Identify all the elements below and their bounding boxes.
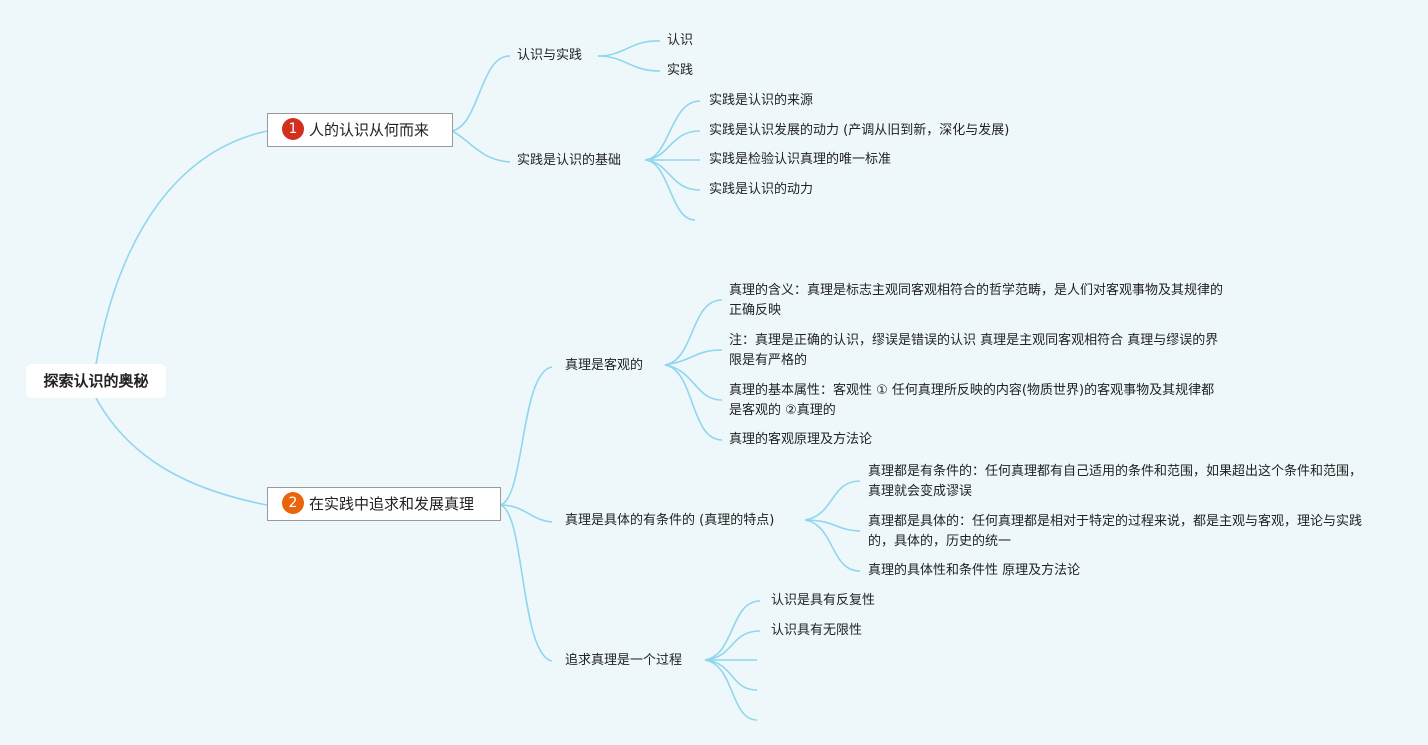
b2-sub1-leaf-2[interactable]: 注：真理是正确的认识，缪误是错误的认识 真理是主观同客观相符合 真理与缪误的界限… <box>729 333 1219 368</box>
edge-b2s3-leaf2 <box>704 630 761 661</box>
b1-sub2-leaf-4[interactable]: 实践是认识的动力 <box>709 182 814 197</box>
b2-sub1-topic[interactable]: 真理是客观的 <box>565 358 644 373</box>
b1-sub2-topic[interactable]: 实践是认识的基础 <box>517 153 622 168</box>
branch2-topic[interactable]: 2 在实践中追求和发展真理 <box>267 487 501 521</box>
b2-sub3-leaf-1[interactable]: 认识是具有反复性 <box>771 593 876 608</box>
priority-2-icon: 2 <box>282 491 304 514</box>
edge-b2s1-leaf1 <box>664 299 723 366</box>
b1-sub2-leaf-2[interactable]: 实践是认识发展的动力 (产调从旧到新，深化与发展) <box>709 123 1010 138</box>
edge-b2-sub3 <box>499 504 553 662</box>
edge-b1s1-leaf2 <box>597 55 661 72</box>
b2-sub2-leaf-3[interactable]: 真理的具体性和条件性 原理及方法论 <box>868 563 1081 578</box>
b1-sub1-leaf-1[interactable]: 认识 <box>667 33 694 48</box>
edge-b1s2-leaf5 <box>644 159 696 221</box>
b2-sub2-topic[interactable]: 真理是具体的有条件的 (真理的特点) <box>565 513 775 528</box>
b2-sub2-leaf-1[interactable]: 真理都是有条件的：任何真理都有自己适用的条件和范围，如果超出这个条件和范围，真理… <box>868 464 1363 499</box>
b2-sub1-leaf-3[interactable]: 真理的基本属性：客观性 ① 任何真理所反映的内容(物质世界)的客观事物及其规律都… <box>729 383 1215 418</box>
b2-sub3-topic[interactable]: 追求真理是一个过程 <box>565 653 683 668</box>
b2-sub1-leaf-1[interactable]: 真理的含义：真理是标志主观同客观相符合的哲学范畴，是人们对客观事物及其规律的正确… <box>729 283 1224 318</box>
edge-b1s1-leaf1 <box>597 40 661 57</box>
b2-sub1-leaf-4[interactable]: 真理的客观原理及方法论 <box>729 432 873 447</box>
root-topic[interactable]: 探索认识的奥秘 <box>26 364 166 398</box>
priority-1-icon: 1 <box>282 117 304 140</box>
edge-b1-sub1 <box>451 55 511 132</box>
edge-b1-sub2 <box>451 130 511 163</box>
b1-sub1-leaf-2[interactable]: 实践 <box>667 63 694 78</box>
edge-root-branch1 <box>95 130 268 365</box>
edge-b2s2-leaf2 <box>804 519 861 532</box>
edge-b2s1-leaf3 <box>664 364 723 401</box>
edge-b2-sub2 <box>499 504 553 523</box>
edge-b2s3-leaf1 <box>704 600 761 661</box>
edge-b1s2-leaf4 <box>644 159 701 191</box>
branch1-title: 人的认识从何而来 <box>309 121 430 139</box>
edge-b2s1-leaf2 <box>664 349 723 366</box>
edge-b2s3-leaf5 <box>704 659 758 721</box>
b2-sub2-leaf-2[interactable]: 真理都是具体的：任何真理都是相对于特定的过程来说，都是主观与客观，理论与实践的，… <box>868 514 1363 549</box>
edge-b1s2-leaf2 <box>644 130 701 161</box>
edge-b2s2-leaf3 <box>804 519 861 572</box>
edge-b2s1-leaf4 <box>664 364 723 441</box>
edge-b2s3-leaf4 <box>704 659 758 691</box>
b1-sub2-leaf-1[interactable]: 实践是认识的来源 <box>709 93 814 108</box>
edge-root-branch2 <box>95 397 268 506</box>
edge-b1s2-leaf1 <box>644 100 701 161</box>
branch2-title: 在实践中追求和发展真理 <box>309 495 475 513</box>
b2-sub3-leaf-2[interactable]: 认识具有无限性 <box>771 623 863 638</box>
edge-b2s2-leaf1 <box>804 480 861 521</box>
b1-sub1-topic[interactable]: 认识与实践 <box>517 48 583 63</box>
branch1-topic[interactable]: 1 人的认识从何而来 <box>267 113 453 147</box>
edge-b2-sub1 <box>499 366 553 506</box>
b1-sub2-leaf-3[interactable]: 实践是检验认识真理的唯一标准 <box>709 152 892 167</box>
